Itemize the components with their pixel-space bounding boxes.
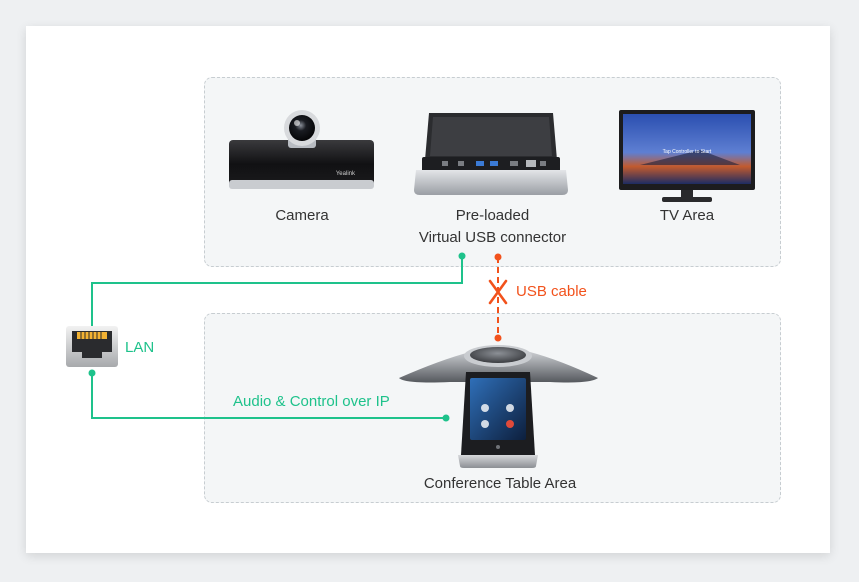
tv-screen-text: Tap Controller to Start [663,149,712,155]
lan-line-upper [91,256,463,328]
usb-line-dot-top [494,253,502,261]
camera-label: Camera [275,207,329,224]
audio-control-label: Audio & Control over IP [233,393,390,410]
cross-mark-icon [488,279,508,305]
camera-brand-text: Yealink [336,171,356,177]
conference-table-area-label: Conference Table Area [423,475,577,492]
lan-line-lower [91,373,446,419]
lan-line-dot-phone [442,414,450,422]
lan-line-dot-bottom [88,369,96,377]
connector-label-line2: Virtual USB connector [418,229,567,246]
lan-label: LAN [125,339,155,356]
tv-area-label: TV Area [659,207,715,224]
usb-line-dot-bottom [494,334,502,342]
usb-cable-label: USB cable [516,283,587,300]
connector-label-line1: Pre-loaded [455,207,530,224]
lan-line-dot-top [458,252,466,260]
